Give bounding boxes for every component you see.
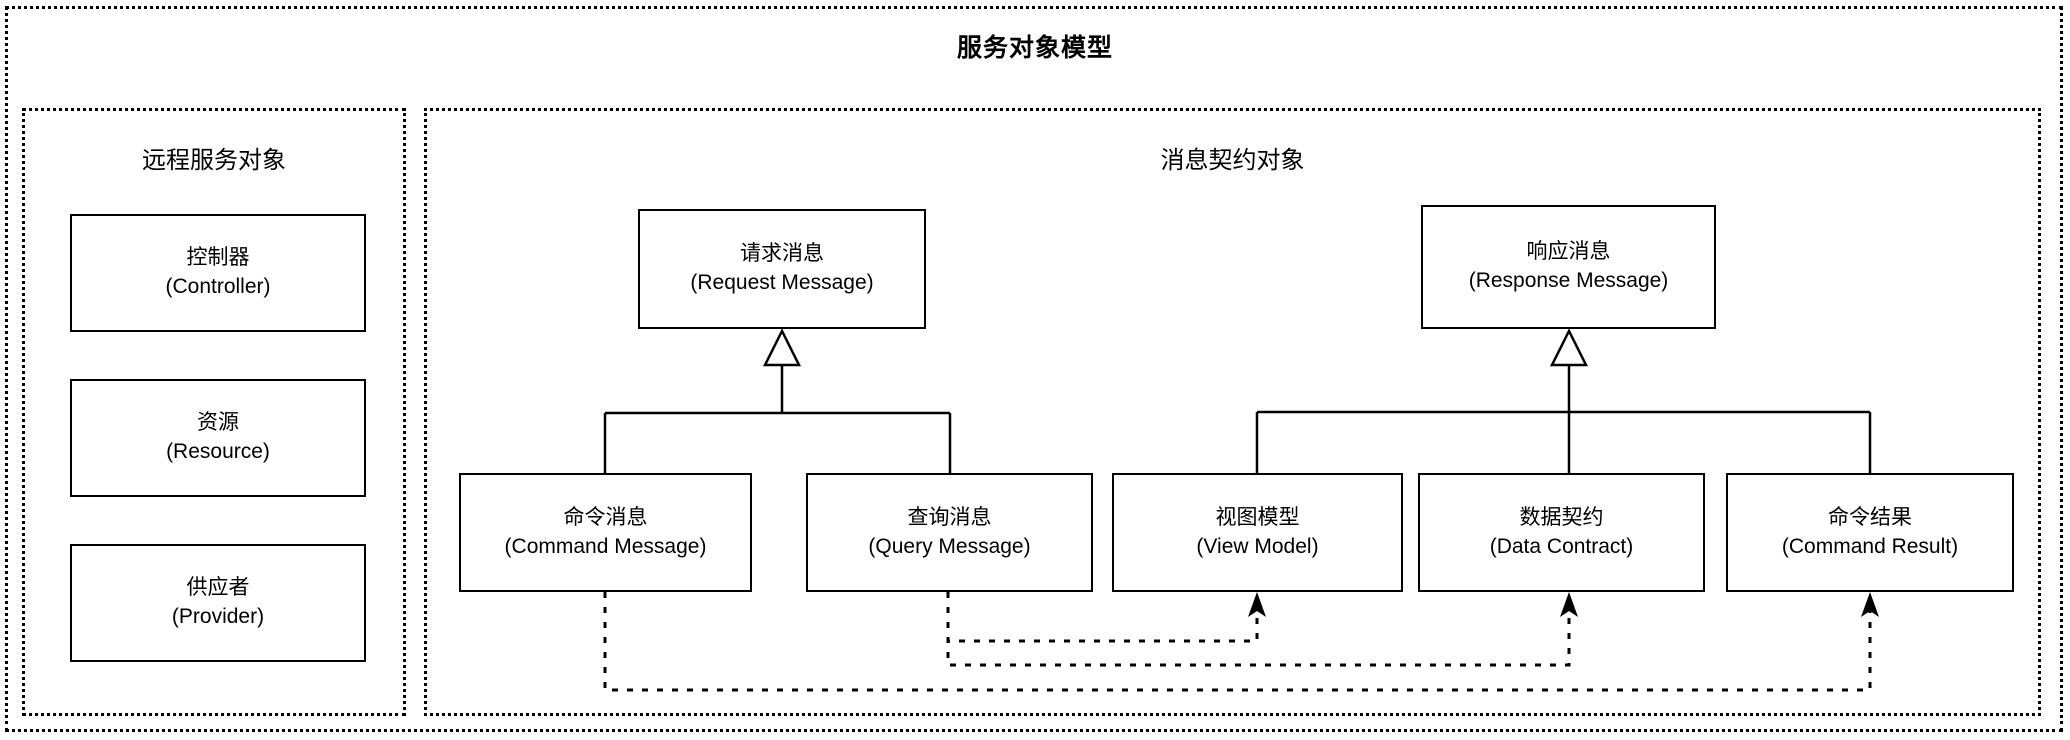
node-controller-en: (Controller) [165, 275, 271, 298]
node-view-model-en: (View Model) [1196, 534, 1319, 558]
node-controller-cn: 控制器 [186, 246, 250, 270]
panel-left-title: 远程服务对象 [142, 147, 286, 174]
node-command-result-en: (Command Result) [1781, 534, 1959, 558]
node-command-message-en: (Command Message) [504, 534, 707, 558]
panel-remote-service-objects: 远程服务对象 [22, 108, 406, 716]
node-request-message-en: (Request Message) [690, 271, 874, 294]
node-controller[interactable]: 控制器 (Controller) [70, 214, 366, 332]
node-resource[interactable]: 资源 (Resource) [70, 379, 366, 497]
node-view-model-cn: 视图模型 [1215, 505, 1300, 529]
node-command-result-cn: 命令结果 [1828, 505, 1912, 529]
node-request-message-cn: 请求消息 [740, 242, 824, 266]
panel-message-contract-objects: 消息契约对象 [424, 108, 2041, 716]
node-provider-cn: 供应者 [186, 576, 250, 600]
node-resource-en: (Resource) [166, 440, 270, 463]
node-provider-en: (Provider) [171, 605, 265, 628]
node-response-message[interactable]: 响应消息 (Response Message) [1421, 205, 1716, 329]
node-query-message-en: (Query Message) [868, 534, 1031, 558]
page-title: 服务对象模型 [956, 34, 1113, 62]
panel-right-title: 消息契约对象 [1160, 147, 1305, 174]
node-command-message[interactable]: 命令消息 (Command Message) [459, 473, 752, 592]
node-provider[interactable]: 供应者 (Provider) [70, 544, 366, 662]
node-command-message-cn: 命令消息 [563, 505, 648, 529]
node-view-model[interactable]: 视图模型 (View Model) [1112, 473, 1403, 592]
node-request-message[interactable]: 请求消息 (Request Message) [638, 209, 926, 329]
node-query-message[interactable]: 查询消息 (Query Message) [806, 473, 1093, 592]
node-query-message-cn: 查询消息 [907, 505, 992, 529]
node-resource-cn: 资源 [197, 411, 239, 435]
node-command-result[interactable]: 命令结果 (Command Result) [1726, 473, 2014, 592]
node-response-message-cn: 响应消息 [1526, 240, 1611, 264]
node-data-contract[interactable]: 数据契约 (Data Contract) [1418, 473, 1705, 592]
outer-boundary [5, 6, 2063, 732]
node-data-contract-en: (Data Contract) [1489, 534, 1634, 558]
node-data-contract-cn: 数据契约 [1519, 505, 1604, 529]
node-response-message-en: (Response Message) [1468, 269, 1669, 292]
